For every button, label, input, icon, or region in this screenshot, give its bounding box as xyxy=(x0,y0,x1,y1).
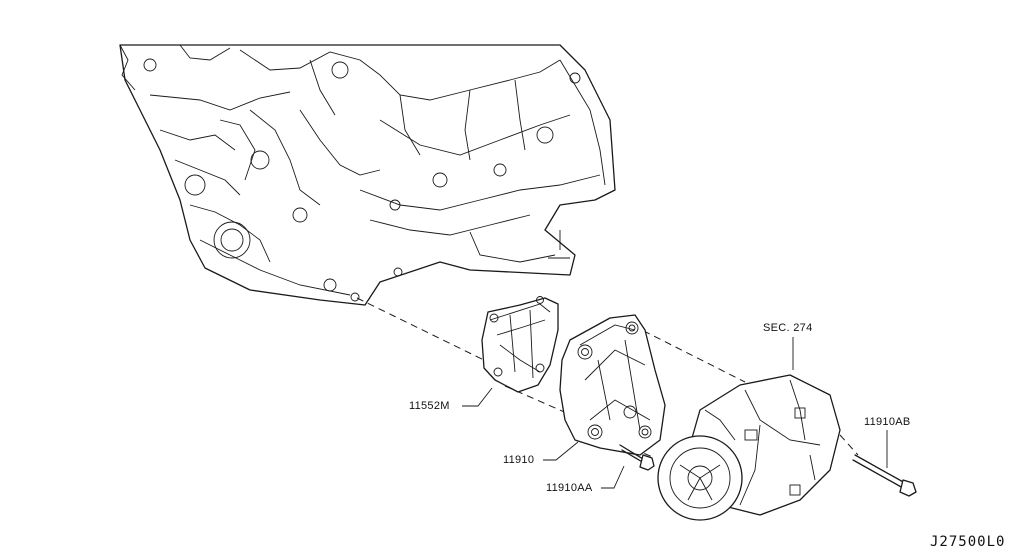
front-bolt-part xyxy=(619,444,655,471)
callout-11910: 11910 xyxy=(503,454,535,466)
callout-11910ab: 11910AB xyxy=(864,416,911,428)
lower-bracket-part xyxy=(481,296,559,393)
callout-11552m: 11552M xyxy=(409,400,450,412)
ac-compressor-part xyxy=(657,374,841,521)
drawing-number: J27500L0 xyxy=(930,534,1006,550)
main-compressor-bracket-part xyxy=(559,314,666,456)
callout-leader-lines xyxy=(462,337,888,489)
callout-sec-274: SEC. 274 xyxy=(763,322,813,334)
engine-block-illustration xyxy=(119,44,616,306)
rear-bolt-part xyxy=(852,454,917,497)
callout-11910aa: 11910AA xyxy=(546,482,593,494)
